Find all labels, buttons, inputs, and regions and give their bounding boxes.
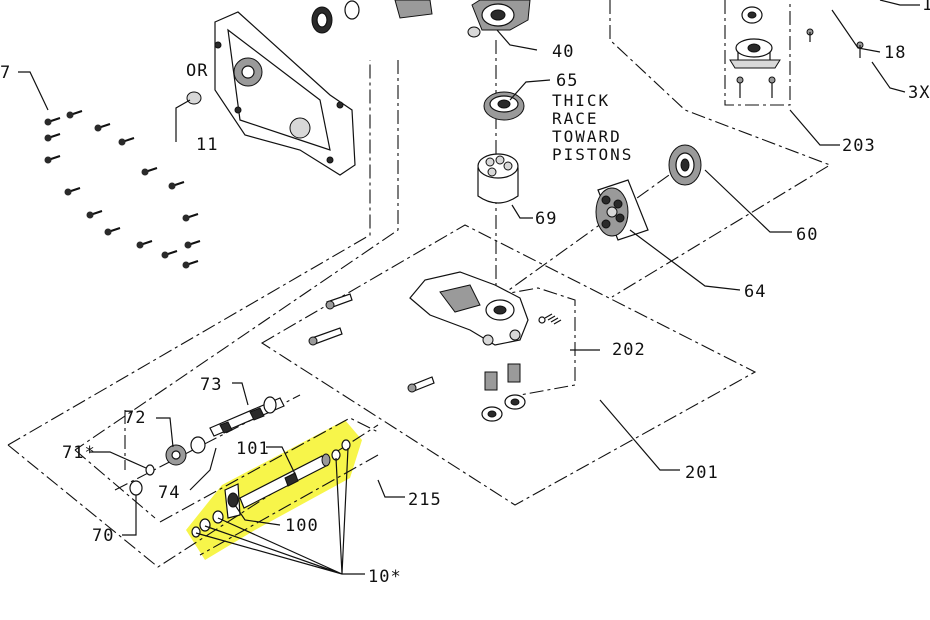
bolt-head [64,188,72,196]
ring-71 [145,464,155,476]
label-3x: 3X [908,83,930,103]
bolt-head [86,211,94,219]
plug-11 [186,91,202,105]
bolt-head [66,111,74,119]
spring-202 [538,313,562,325]
bolt-head [44,118,52,126]
label-60: 60 [796,225,818,245]
label-203: 203 [842,136,876,156]
label-71: 71* [62,443,96,463]
bearing-60 [668,144,702,186]
label-11: 11 [196,135,218,155]
center-housing [409,271,529,346]
part-40-housing [467,0,531,38]
bolt-head [182,214,190,222]
bolt-head [118,138,126,146]
bolt-head [44,134,52,142]
leader-lines [18,0,920,575]
cover-housing [214,11,356,176]
label-64: 64 [744,282,766,302]
bearing-65 [483,91,525,121]
note-65-line1: THICK [552,91,610,110]
labels: 7 11 OR 40 65 THICK RACE TOWARD PISTONS … [0,0,930,587]
label-69: 69 [535,209,557,229]
note-65-line3: TOWARD [552,127,622,146]
bearing-top [311,0,433,34]
bolt-head [94,124,102,132]
bolt-head [104,228,112,236]
washers-10 [191,439,351,538]
filter-stack-203 [729,6,864,98]
check-valves [481,363,526,422]
bolt-head [182,261,190,269]
label-65: 65 [556,71,578,91]
note-65-line4: PISTONS [552,145,633,164]
bolt-head [161,251,169,259]
shaft-101 [224,453,331,519]
label-7: 7 [0,63,11,83]
gear-72 [165,444,187,466]
label-201: 201 [685,463,719,483]
bolt-set-7 [44,110,201,269]
cylinder-block-64 [595,179,649,241]
label-101: 101 [236,439,270,459]
bolt-head [44,156,52,164]
note-65-line2: RACE [552,109,599,128]
bolt-head [136,241,144,249]
label-18: 18 [884,43,906,63]
label-40: 40 [552,42,574,62]
washer-74 [190,436,206,454]
shaft-73 [209,396,285,437]
label-202: 202 [612,340,646,360]
bolt-head [141,168,149,176]
block-69 [477,153,519,204]
center-bolts [308,293,435,393]
bolt-head [184,241,192,249]
label-74: 74 [158,483,180,503]
washer-70 [129,480,143,496]
label-1: 1 [922,0,930,15]
label-215: 215 [408,490,442,510]
label-100: 100 [285,516,319,536]
label-70: 70 [92,526,114,546]
label-72: 72 [124,408,146,428]
label-or: OR [186,61,208,81]
label-10: 10* [368,567,402,587]
label-73: 73 [200,375,222,395]
bolt-head [168,182,176,190]
